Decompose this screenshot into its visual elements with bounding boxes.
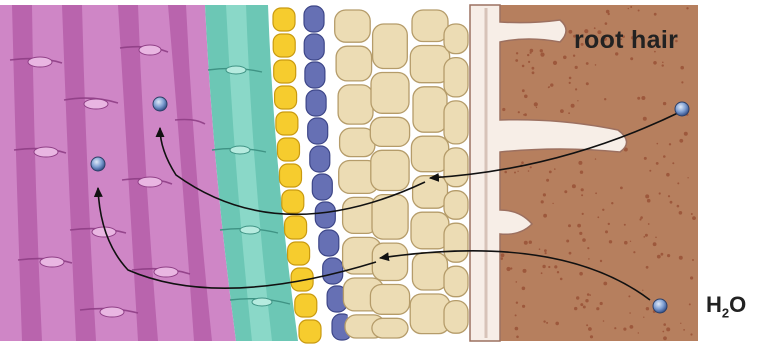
water-molecule-icon bbox=[675, 102, 689, 116]
water-formula-o: O bbox=[729, 292, 746, 317]
water-formula-h: H bbox=[706, 292, 722, 317]
water-molecule-icon bbox=[91, 157, 105, 171]
water-formula-label: H2O bbox=[706, 292, 746, 320]
xylem-region bbox=[0, 5, 236, 341]
root-hair-label: root hair bbox=[574, 26, 678, 55]
water-molecule-icon bbox=[153, 97, 167, 111]
cortex-region bbox=[328, 5, 470, 341]
soil-region bbox=[470, 5, 698, 341]
water-molecule-icon bbox=[653, 299, 667, 313]
